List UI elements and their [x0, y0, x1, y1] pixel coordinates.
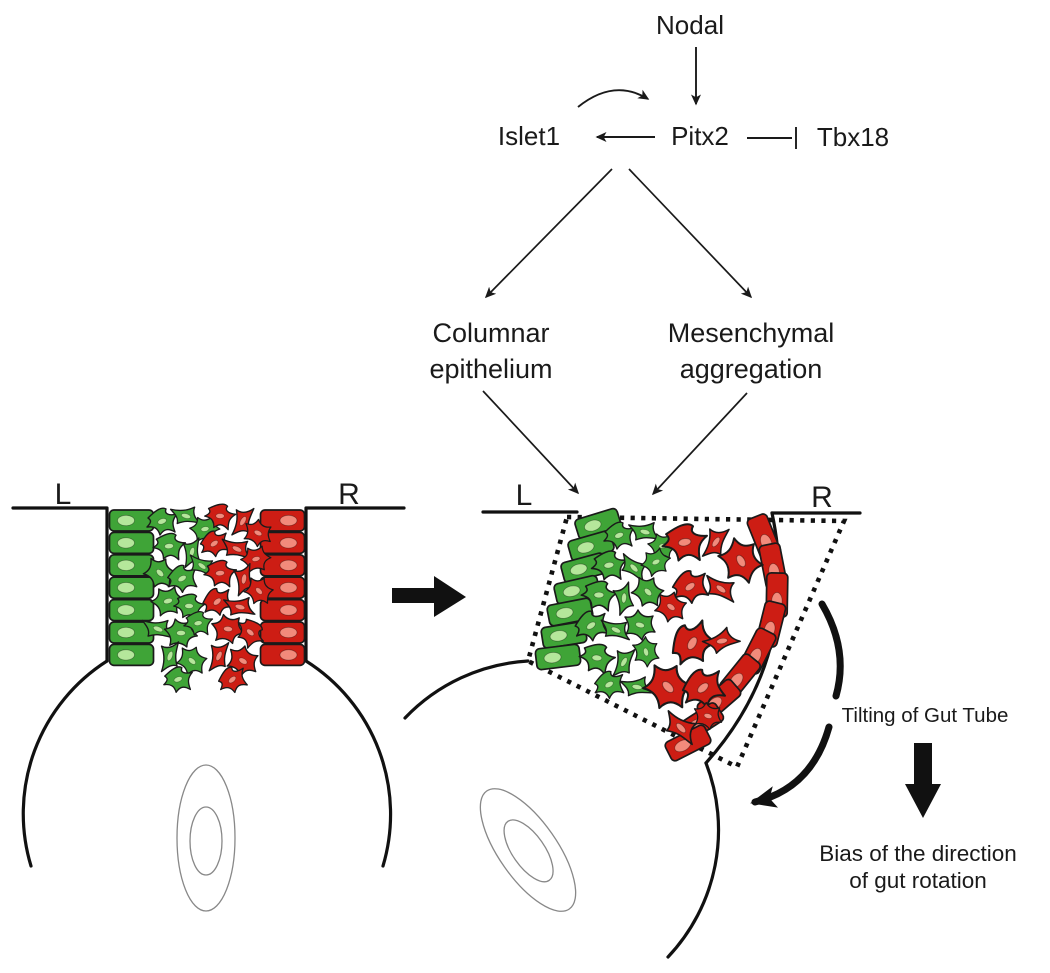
- label-mesenchymal-aggregation: Mesenchymal aggregation: [668, 315, 835, 387]
- green-mesenchymal-cell-aggregated: [574, 637, 619, 680]
- green-epithelial-cell: [108, 531, 155, 555]
- tilted-gut-arc-left: [403, 659, 530, 720]
- green-epithelial-cell: [108, 598, 155, 622]
- pathway-arrows: [482, 47, 797, 496]
- red-epithelial-cell: [259, 643, 306, 667]
- label-right-panel-L: L: [515, 479, 533, 512]
- label-left-panel-L: L: [54, 478, 72, 511]
- label-pitx2: Pitx2: [671, 121, 729, 151]
- green-mesenchymal-cell: [150, 528, 188, 564]
- rotation-curved-arrow: [750, 723, 833, 808]
- gut-lumen-outer: [176, 764, 236, 912]
- green-epithelial-cell: [108, 509, 155, 532]
- label-columnar-line2: epithelium: [429, 354, 553, 384]
- tilted-gut-arc-right: [666, 761, 721, 959]
- arrow-columnar-to-panel: [482, 390, 580, 495]
- label-bias-of-rotation: Bias of the direction of gut rotation: [819, 840, 1017, 894]
- green-mesenchymal-cell-aggregated: [624, 609, 656, 641]
- original-mesentery-dotted-outline: [525, 514, 848, 771]
- label-right-panel-R: R: [811, 481, 833, 514]
- red-mesenchymal-cell: [209, 610, 247, 648]
- tilted-lumen-outer: [479, 788, 577, 912]
- label-tbx18: Tbx18: [816, 122, 890, 152]
- green-epithelial-cell: [108, 576, 155, 600]
- label-mesenchymal-line1: Mesenchymal: [667, 318, 835, 348]
- red-epithelial-cell: [259, 621, 306, 644]
- gut-tube-arc-left: [21, 659, 109, 868]
- left-panel-green-epithelium: [108, 509, 155, 667]
- green-epithelial-cell-tilted: [534, 643, 582, 671]
- label-bias-line2: of gut rotation: [849, 868, 987, 893]
- label-nodal: Nodal: [656, 10, 724, 40]
- label-left-panel-R: R: [338, 478, 360, 511]
- mesentery-walls-left-panel: [11, 506, 406, 663]
- right-panel: [403, 506, 862, 959]
- red-mesenchymal-cell-dispersed: [699, 621, 744, 660]
- gut-tube-arc-right: [304, 659, 393, 868]
- tilted-lumen-inner: [503, 819, 554, 883]
- tilted-gut-lumen: [479, 788, 577, 912]
- label-columnar-epithelium: Columnar epithelium: [429, 315, 552, 387]
- rotation-annotation: [750, 600, 941, 818]
- transition-arrow: [392, 576, 466, 617]
- arrow-pitx2-to-columnar: [484, 168, 613, 299]
- label-tilting-of-gut-tube: Tilting of Gut Tube: [841, 704, 1009, 727]
- block-down-arrow: [905, 743, 941, 818]
- gut-lumen-inner: [189, 806, 223, 876]
- body-wall-lines-right-panel: [481, 510, 862, 515]
- label-bias-line1: Bias of the direction: [819, 841, 1017, 866]
- tilting-arc: [818, 600, 844, 700]
- arrow-mesenchymal-to-panel: [651, 392, 748, 496]
- green-epithelial-cell: [108, 643, 155, 667]
- arrow-islet1-feedback-to-pitx2: [577, 89, 650, 108]
- label-mesenchymal-line2: aggregation: [679, 354, 823, 384]
- label-islet1: Islet1: [497, 121, 561, 151]
- arrow-pitx2-to-mesenchymal: [628, 168, 753, 299]
- label-columnar-line1: Columnar: [432, 318, 550, 348]
- left-panel: [11, 495, 406, 912]
